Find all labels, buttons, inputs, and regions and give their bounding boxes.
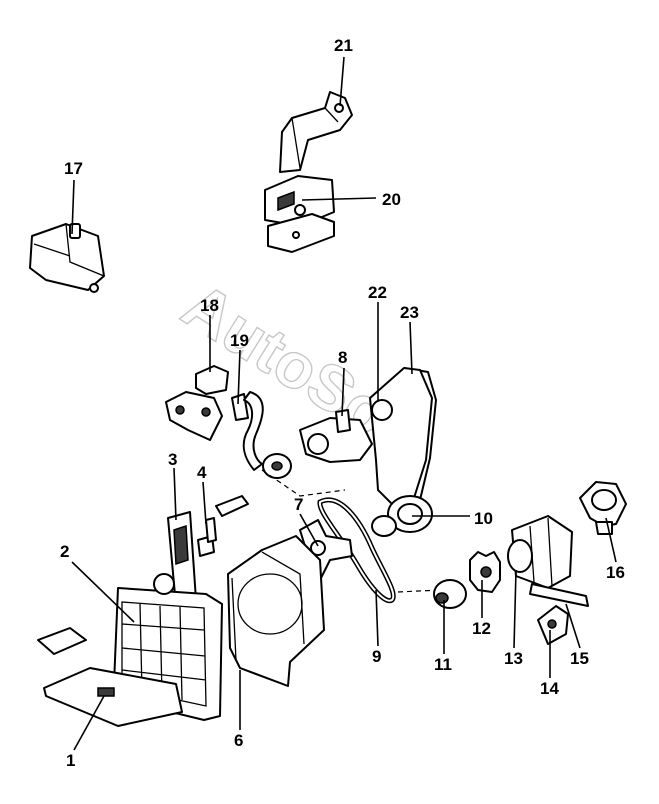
callout-17: 17 <box>64 159 83 178</box>
callout-18: 18 <box>200 296 219 315</box>
callout-7: 7 <box>294 495 303 514</box>
part-20-bracket <box>264 175 335 253</box>
callout-4: 4 <box>197 463 207 482</box>
callout-2: 2 <box>60 542 69 561</box>
callout-14: 14 <box>540 679 559 698</box>
part-16-housing <box>579 481 627 535</box>
part-14-bracket <box>537 605 569 645</box>
callout-3: 3 <box>168 450 177 469</box>
callout-10: 10 <box>474 509 493 528</box>
part-1-mount-plate <box>37 627 183 727</box>
callout-16: 16 <box>606 563 625 582</box>
callout-12: 12 <box>472 619 491 638</box>
part-22-23-timing-cover <box>369 367 437 507</box>
callout-22: 22 <box>368 283 387 302</box>
part-12-gear <box>469 551 501 593</box>
callout-21: 21 <box>334 36 353 55</box>
part-11-pulley <box>433 579 467 609</box>
part-13-alternator <box>507 515 573 589</box>
part-6-fan-shroud <box>227 535 325 687</box>
callout-1: 1 <box>66 751 75 770</box>
callout-13: 13 <box>504 649 523 668</box>
callout-11: 11 <box>434 655 452 674</box>
callout-8: 8 <box>338 348 347 367</box>
part-10-crank-pulley <box>371 495 433 537</box>
part-water-pump <box>262 417 373 479</box>
part-18-thermostat-housing <box>165 365 229 441</box>
alignment-lines <box>261 469 441 593</box>
callout-9: 9 <box>372 647 381 666</box>
part-21-manifold <box>279 91 353 173</box>
part-19-sensor-hose <box>231 391 264 471</box>
part-8-bolt <box>335 409 351 433</box>
part-15-hose <box>529 583 589 607</box>
callout-6: 6 <box>234 731 243 750</box>
callout-20: 20 <box>382 190 401 209</box>
callout-labels: 1 2 3 4 6 7 8 9 10 11 12 13 14 15 16 17 … <box>60 36 625 770</box>
leader-lines <box>71 56 617 751</box>
callout-23: 23 <box>400 303 419 322</box>
part-17-reservoir <box>29 223 105 293</box>
callout-19: 19 <box>230 331 249 350</box>
part-4-hose <box>197 495 249 557</box>
callout-15: 15 <box>570 649 589 668</box>
